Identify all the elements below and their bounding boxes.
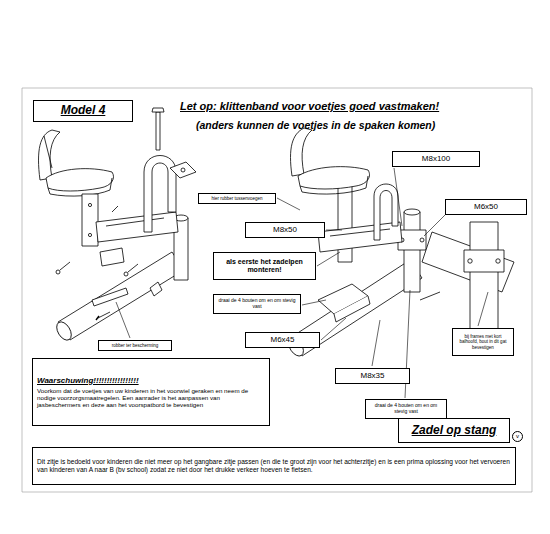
box-text: draai de 4 bouten om en om stevig vast	[369, 403, 443, 415]
heading-box: Zadel op stang	[398, 418, 510, 443]
box-text: Voorkom dat de voetjes van uw kinderen i…	[37, 387, 265, 408]
box-text: als eerste het zadelpen monteren!	[218, 258, 311, 274]
bolt-label-box: M6x50	[445, 199, 527, 215]
box-text: M8x35	[339, 371, 406, 380]
box-text: M8x50	[249, 225, 321, 234]
note-box: bij frames met kort balhoofd, bout in di…	[452, 328, 514, 356]
info-box: Dit zitje is bedoeld voor kinderen die n…	[32, 447, 516, 485]
bolt-label-box: M6x45	[245, 332, 320, 348]
box-text: robber ter bescherming	[102, 343, 168, 348]
bolt-label-box: M8x100	[392, 151, 480, 167]
subtitle-note: (anders kunnen de voetjes in de spaken k…	[196, 119, 435, 131]
box-text: M6x50	[449, 202, 523, 211]
note-box: als eerste het zadelpen monteren!	[213, 252, 316, 280]
bolt-label-box: M8x35	[335, 368, 410, 384]
box-heading: Waarschuwing!!!!!!!!!!!!!!!!!	[37, 376, 265, 385]
box-text: M6x45	[249, 335, 316, 344]
note-box: robber ter bescherming	[98, 340, 172, 351]
note-box: draai de 4 bouten om en om stevig vast	[213, 294, 301, 314]
box-text: bij frames met kort balhoofd, bout in di…	[457, 334, 509, 350]
box-text: Zadel op stang	[403, 424, 505, 438]
bolt-label-box: M8x50	[245, 222, 325, 238]
box-text: draai de 4 bouten om en om stevig vast	[217, 298, 297, 310]
model-box: Model 4	[33, 100, 133, 122]
box-text: Dit zitje is bedoeld voor kinderen die n…	[37, 458, 511, 473]
note-box: draai de 4 bouten om en om stevig vast	[365, 399, 447, 419]
warning-box: Waarschuwing!!!!!!!!!!!!!!!!! Voorkom dat…	[32, 358, 270, 426]
version-mark: v	[512, 431, 523, 442]
note-box: hier rubber tussenvoegen	[198, 193, 276, 204]
box-text: v	[513, 433, 522, 440]
box-text: hier rubber tussenvoegen	[202, 196, 272, 201]
page-title: Let op: klittenband voor voetjes goed va…	[180, 100, 439, 112]
box-text: M8x100	[396, 154, 476, 163]
box-text: Model 4	[37, 104, 129, 118]
